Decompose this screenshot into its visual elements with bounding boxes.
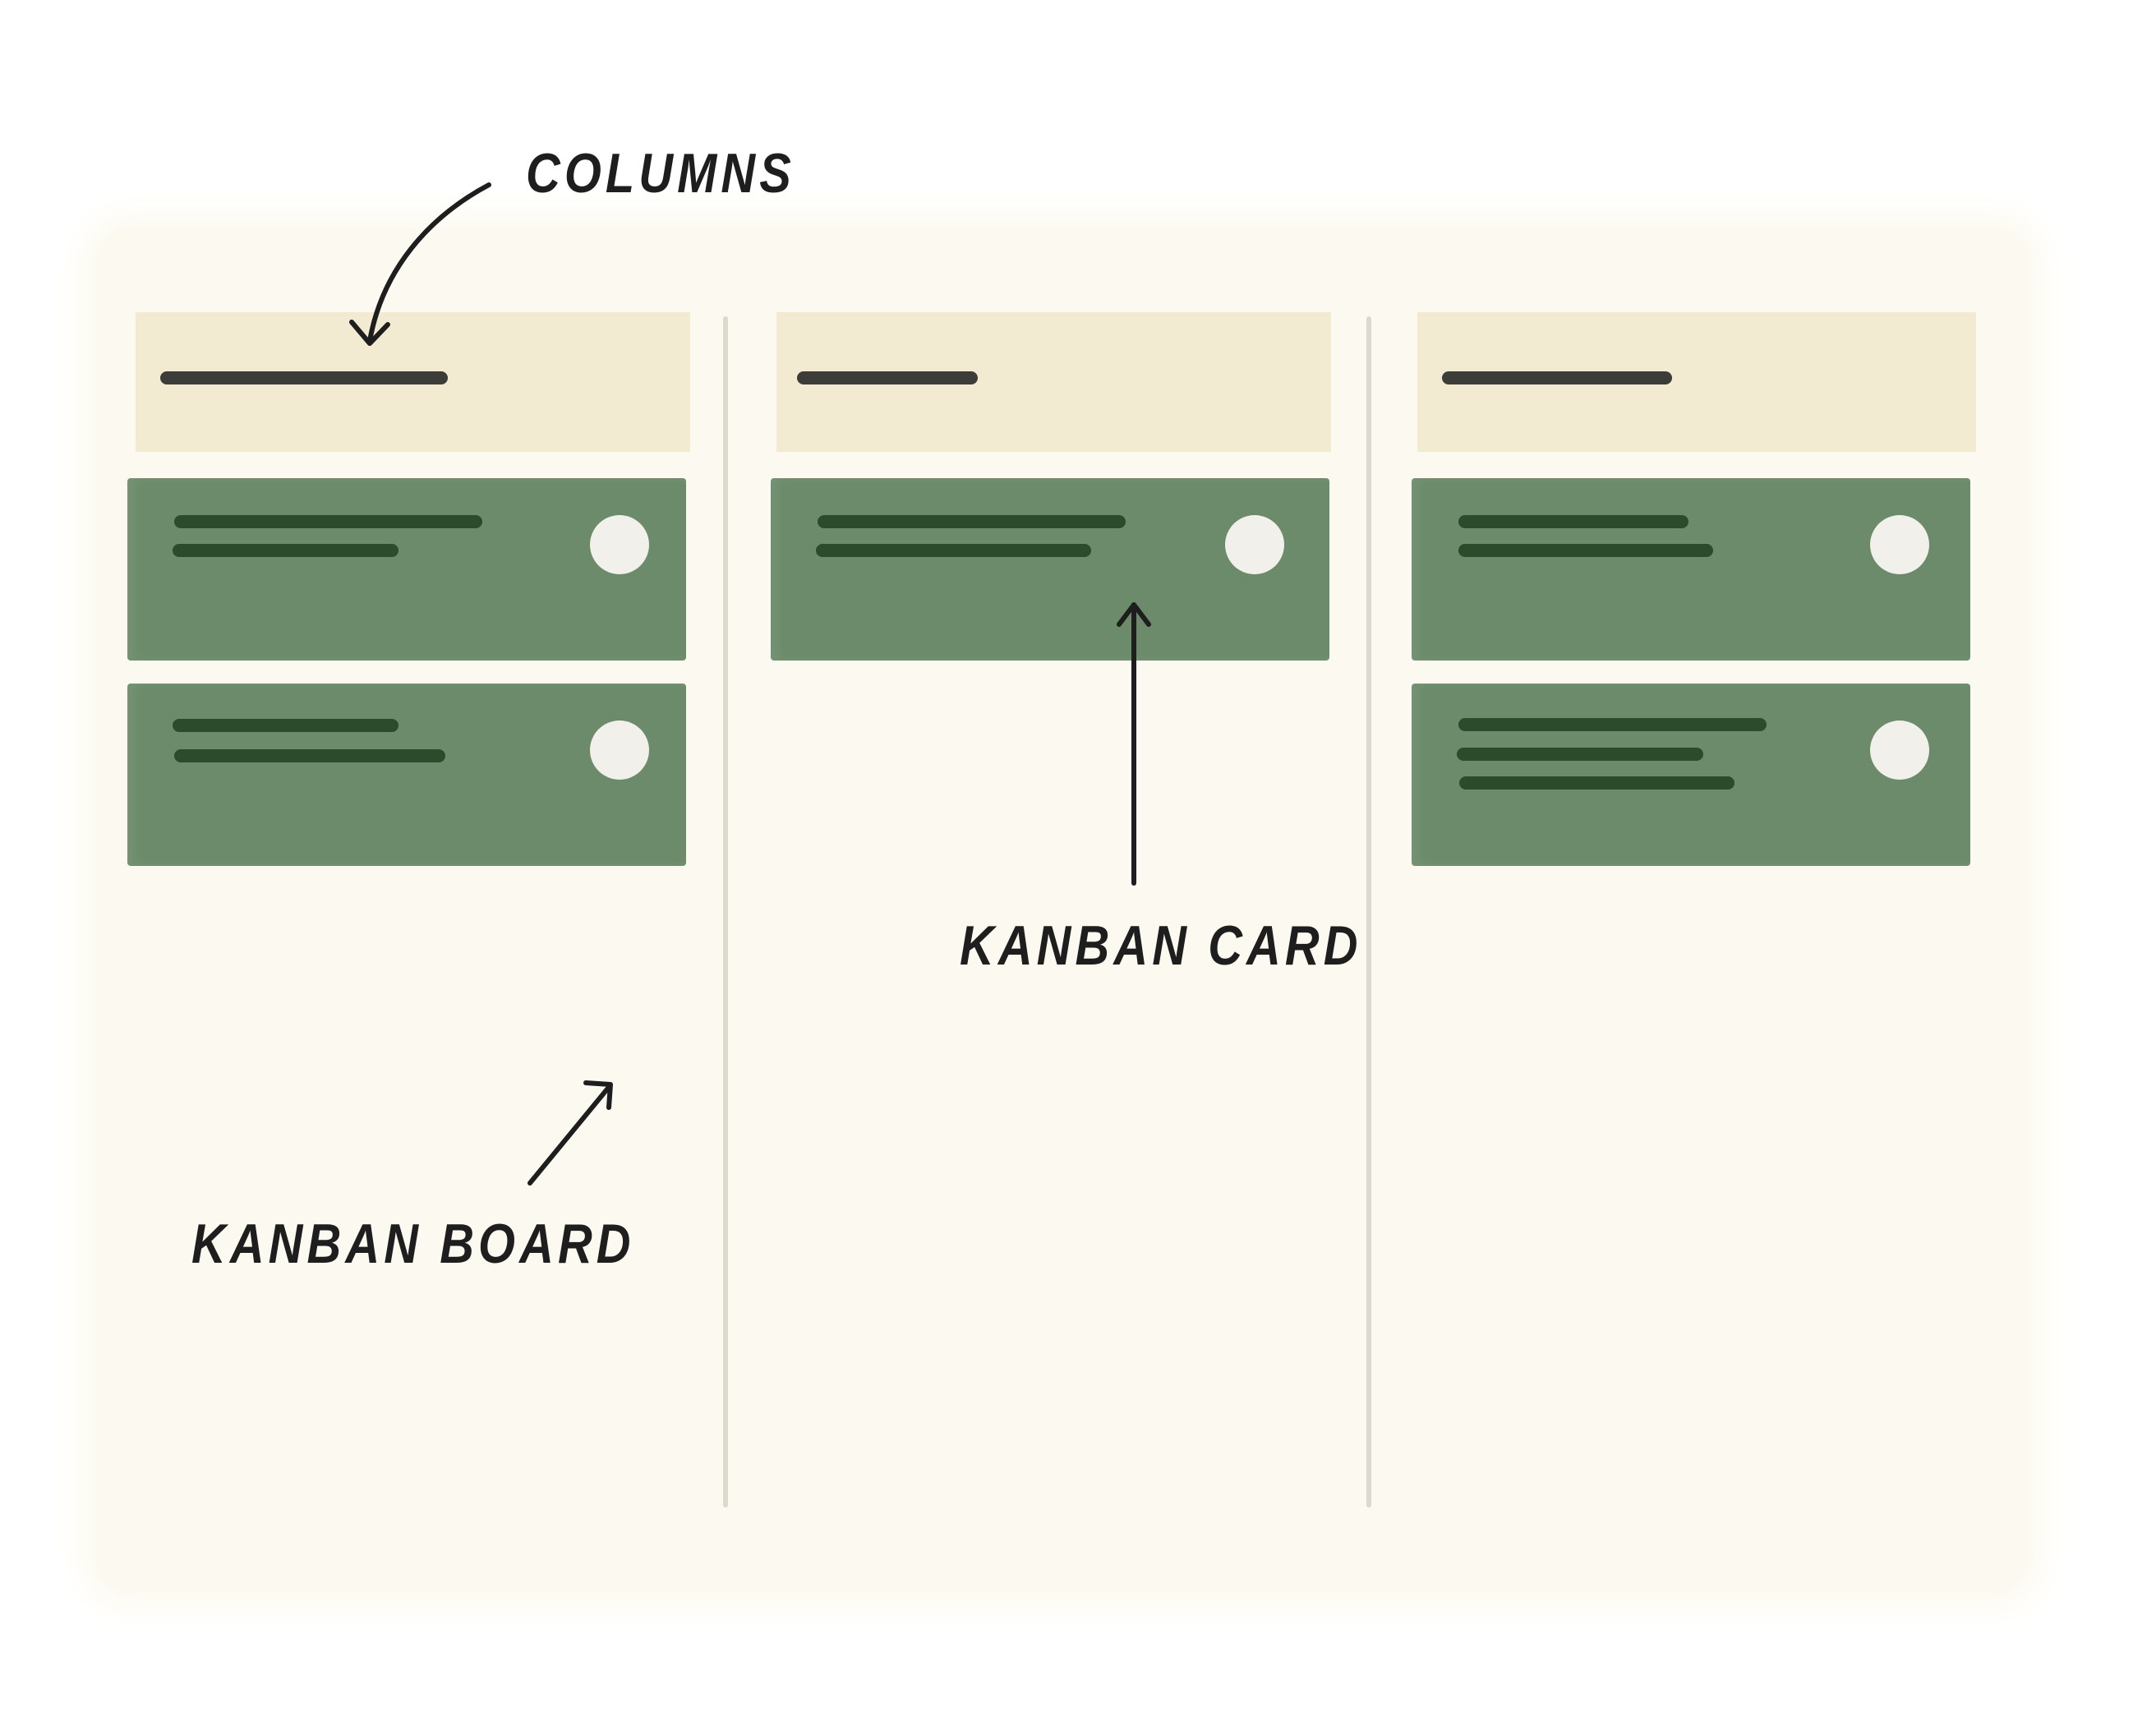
avatar-icon xyxy=(1870,721,1929,780)
kanban-card[interactable] xyxy=(1412,478,1970,661)
kanban-card[interactable] xyxy=(771,478,1329,661)
card-text-line xyxy=(818,515,1126,528)
avatar-icon xyxy=(590,721,649,780)
card-text-line xyxy=(174,749,445,762)
avatar-icon xyxy=(1870,515,1929,574)
column-header[interactable] xyxy=(776,312,1331,452)
columns-label: COLUMNS xyxy=(526,142,795,205)
columns-arrow-icon xyxy=(367,182,491,343)
card-text-line xyxy=(1459,776,1734,790)
kanban-board xyxy=(97,228,2028,1592)
card-text-line xyxy=(1458,515,1688,528)
card-text-line xyxy=(1458,718,1767,731)
kanban-card[interactable] xyxy=(1412,684,1970,866)
avatar-icon xyxy=(1225,515,1284,574)
column-header[interactable] xyxy=(136,312,690,452)
card-text-line xyxy=(816,544,1091,557)
board-arrow-icon xyxy=(527,1084,612,1186)
column-header[interactable] xyxy=(1417,312,1976,452)
column-title-placeholder xyxy=(160,371,448,384)
kanban-card[interactable] xyxy=(127,478,686,661)
kanban-card[interactable] xyxy=(127,684,686,866)
kanban-card-label: KANBAN CARD xyxy=(960,914,1362,977)
card-text-line xyxy=(174,515,482,528)
column-title-placeholder xyxy=(1442,371,1672,384)
card-text-line xyxy=(1458,544,1713,557)
card-text-line xyxy=(173,719,398,732)
column-divider xyxy=(1366,316,1371,1508)
column-title-placeholder xyxy=(797,371,978,384)
card-text-line xyxy=(1457,748,1703,761)
avatar-icon xyxy=(590,515,649,574)
card-text-line xyxy=(173,544,398,557)
kanban-board-label: KANBAN BOARD xyxy=(191,1213,635,1275)
column-divider xyxy=(723,316,728,1508)
